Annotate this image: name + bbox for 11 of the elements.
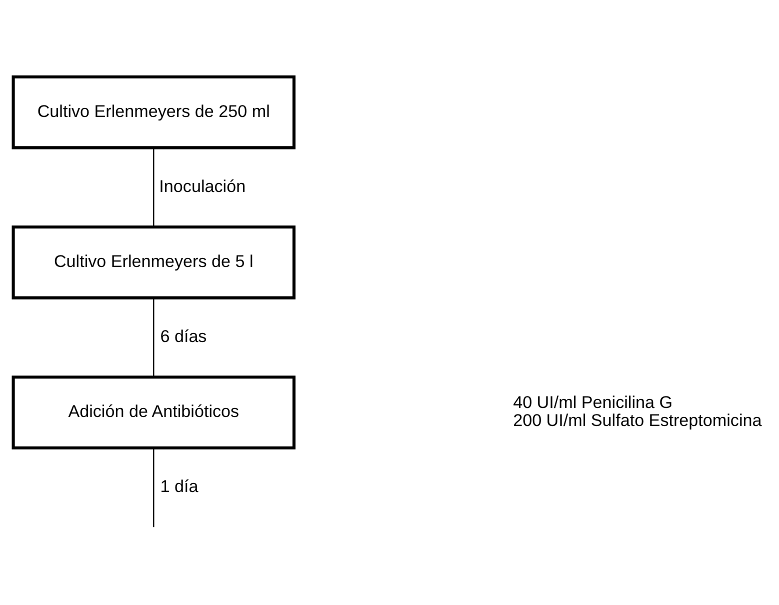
connector xyxy=(153,298,154,377)
node-box: Cultivo Erlenmeyers de 5 l xyxy=(12,225,296,300)
edge-label: Inoculación xyxy=(159,176,246,196)
connector xyxy=(153,448,154,528)
edge-label: 1 día xyxy=(160,477,198,496)
node-label: 40 UI/ml Penicilina G xyxy=(513,392,673,412)
connector xyxy=(153,148,154,227)
edge-label: 6 días xyxy=(160,326,207,346)
node-box: Adición de Antibióticos xyxy=(12,376,296,450)
node-box: Cultivo Erlenmeyers de 250 ml xyxy=(12,75,296,150)
node-label: 200 UI/ml Sulfato Estreptomicina xyxy=(513,411,762,430)
